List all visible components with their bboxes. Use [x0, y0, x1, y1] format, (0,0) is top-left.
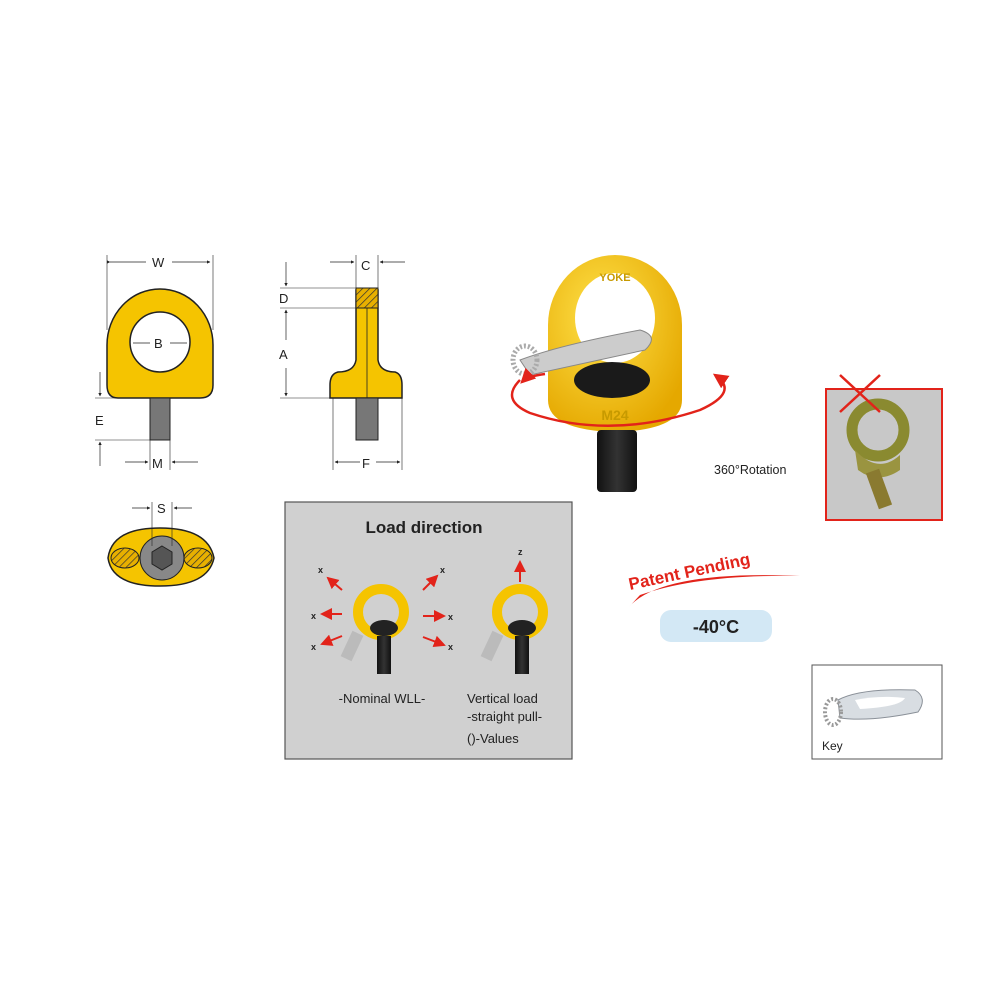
straight-pull-label: -straight pull-	[467, 709, 542, 724]
prohibited-eyebolt-image	[825, 374, 943, 521]
dim-label-m: M	[152, 456, 163, 471]
axis-x-label: x	[448, 642, 453, 652]
engraving-size: M24	[601, 407, 628, 423]
patent-pending-badge: Patent Pending	[627, 550, 800, 608]
load-arrow-icon	[320, 560, 526, 648]
dim-label-f: F	[362, 456, 370, 471]
axis-x-label: x	[448, 612, 453, 622]
nominal-wll-label: -Nominal WLL-	[339, 691, 426, 706]
axis-x-label: x	[311, 642, 316, 652]
values-label: ()-Values	[467, 731, 519, 746]
axis-x-label: x	[318, 565, 323, 575]
temperature-badge	[660, 610, 772, 642]
load-direction-title: Load direction	[365, 518, 482, 537]
dim-label-c: C	[361, 258, 370, 273]
patent-pending-text: Patent Pending	[627, 550, 752, 594]
load-direction-panel: Load direction x x x x x x z -Nominal	[284, 501, 573, 760]
key-image-box: Key	[811, 664, 943, 760]
red-x-icon	[839, 374, 881, 413]
axis-x-label: x	[311, 611, 316, 621]
key-label: Key	[822, 739, 843, 753]
rotation-arrow-icon	[510, 367, 730, 427]
side-view-drawing: C D A F	[279, 255, 405, 471]
engraving-yoke: YOKE	[599, 272, 630, 284]
axis-x-label: x	[440, 565, 445, 575]
vertical-load-label: Vertical load	[467, 691, 538, 706]
rotation-label: 360°Rotation	[714, 463, 786, 477]
temperature-text: -40°C	[693, 617, 739, 637]
front-view-drawing: W B E M	[95, 255, 214, 471]
dim-label-w: W	[152, 255, 165, 270]
vertical-load-eyebolt	[480, 584, 548, 674]
dim-label-e: E	[95, 413, 104, 428]
dim-label-d: D	[279, 291, 288, 306]
dim-label-b: B	[154, 336, 163, 351]
axis-z-label: z	[518, 547, 523, 557]
dim-label-s: S	[157, 501, 166, 516]
bottom-view-drawing: S	[107, 501, 215, 587]
dim-label-a: A	[279, 347, 288, 362]
eyebolt-product-image: YOKE M24	[510, 255, 730, 492]
nominal-load-eyebolt	[340, 584, 409, 674]
